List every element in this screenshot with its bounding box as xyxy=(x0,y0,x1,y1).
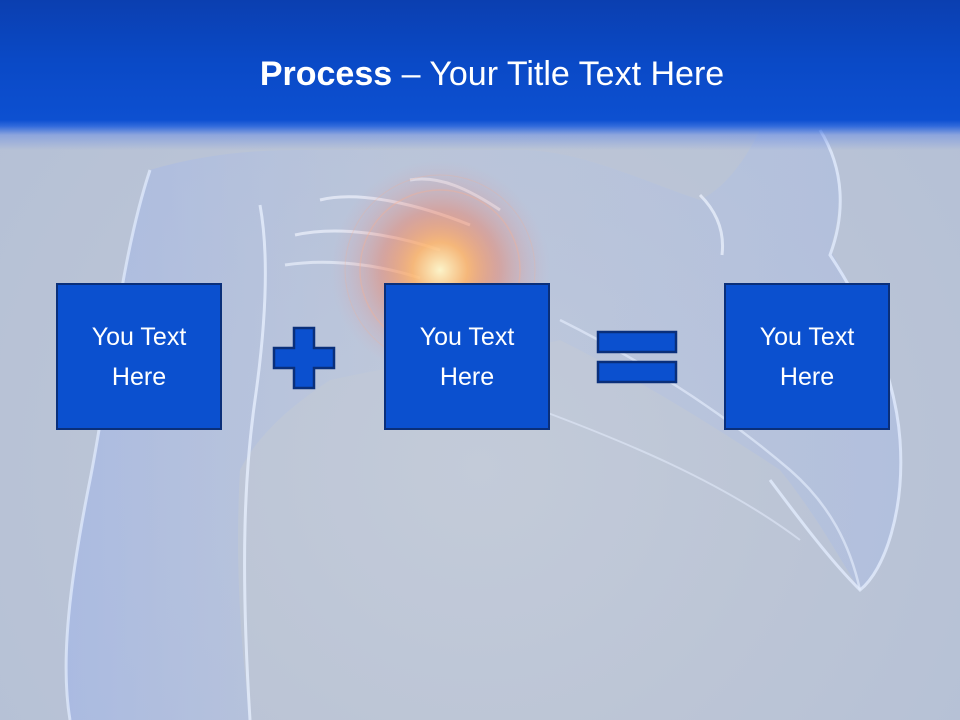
header-bar xyxy=(0,0,960,150)
process-box-2-text: You Text Here xyxy=(419,322,515,391)
title-bold: Process xyxy=(259,55,393,93)
title-rest: – Your Title Text Here xyxy=(392,55,725,93)
slide-title: Process – Your Title Text Here xyxy=(0,52,960,96)
process-box-2: You Text Here xyxy=(384,283,550,430)
process-box-3-text: You Text Here xyxy=(759,322,855,391)
process-box-1: You Text Here xyxy=(56,283,222,430)
equals-icon xyxy=(596,330,678,384)
process-box-1-text: You Text Here xyxy=(91,322,187,391)
plus-icon xyxy=(272,326,336,390)
process-box-3: You Text Here xyxy=(724,283,890,430)
